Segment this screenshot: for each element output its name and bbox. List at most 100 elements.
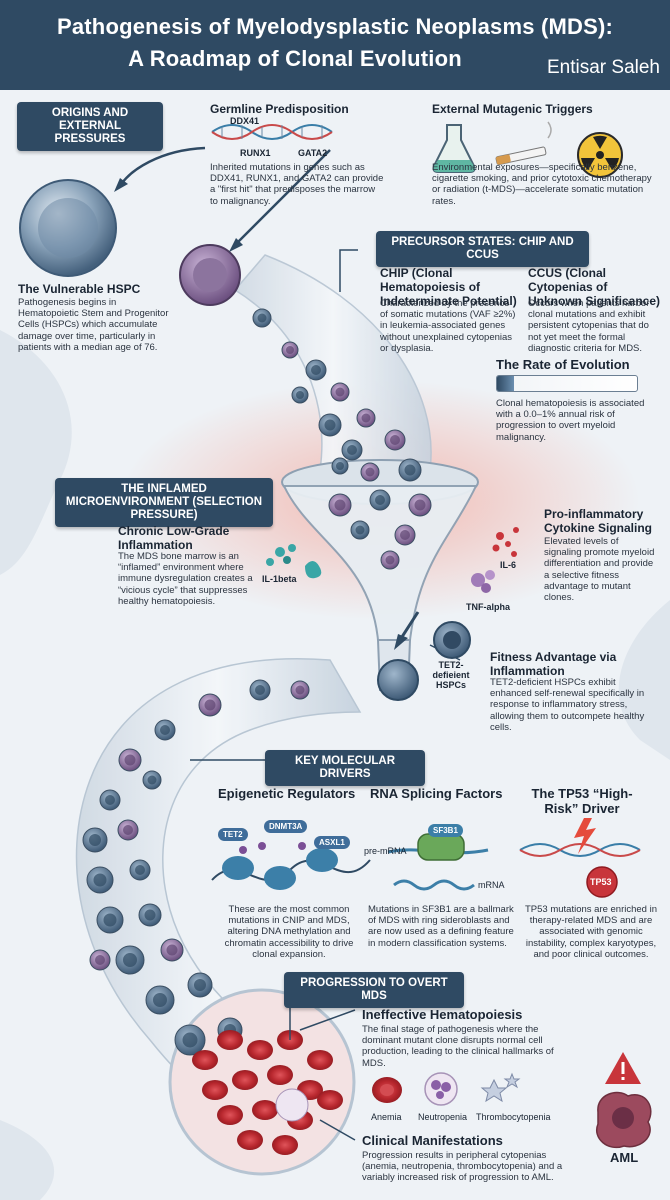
gene-label-ddx41: DDX41 [230,116,260,126]
red-blood-cell [232,1070,258,1090]
marrow-cell-nucleus [311,365,321,375]
marrow-cell-nucleus [204,699,216,711]
marrow-cell-nucleus [334,499,346,511]
vulnerable-hspc-nucleus [38,198,98,258]
section-pill-inflamed: THE INFLAMED MICROENVIRONMENT (SELECTION… [55,478,273,527]
marrow-cell-nucleus [257,313,267,323]
il1beta-molecule-icon [266,544,322,579]
marrow-cell-nucleus [400,530,410,540]
red-blood-cell [307,1050,333,1070]
red-blood-cell [217,1030,243,1050]
rate-of-evolution-fill [497,376,514,391]
section-pill-origins: ORIGINS AND EXTERNAL PRESSURES [17,102,163,151]
marrow-cell-nucleus [105,795,115,805]
tnf-alpha-molecule-icon [471,570,495,593]
cigarette-icon [495,121,552,166]
warning-icon [605,1052,641,1084]
marrow-cell-nucleus [324,419,336,431]
dna-helix-icon [211,124,333,140]
rate-of-evolution-bar [496,375,638,392]
cytopenia-label-thrombocytopenia: Thrombocytopenia [476,1112,551,1122]
gene-tag-tet2: TET2 [218,828,248,841]
marrow-cell-nucleus [390,435,400,445]
neutropenia-icon [424,1072,458,1106]
radiation-icon [577,132,623,178]
marrow-cell-nucleus [123,825,133,835]
page-title-line2: A Roadmap of Clonal Evolution [128,46,462,71]
fitness-advantage-title: Fitness Advantage via Inflammation [490,650,617,678]
tet2-deficient-hspc-cell [377,659,419,701]
vulnerable-hspc-description: Pathogenesis begins in Hematopoietic Ste… [18,297,169,353]
leader-line-ineffective [299,1009,356,1031]
flask-icon [432,124,476,173]
leader-line-clinical [319,1119,356,1141]
marrow-cell-nucleus [124,754,136,766]
marrow-cell-nucleus [286,346,294,354]
lightning-icon [574,818,596,854]
red-blood-cell [202,1080,228,1100]
red-blood-cell [317,1090,343,1110]
tp53-title: The TP53 “High-Risk” Driver [531,786,633,816]
epigenetic-title: Epigenetic Regulators [218,786,356,801]
marrow-cell-nucleus [365,467,375,477]
clinical-manifestations-title: Clinical Manifestations [362,1133,503,1148]
epigenetic-description: These are the most common mutations in C… [224,904,354,960]
aml-label: AML [610,1150,639,1165]
tp53-description: TP53 mutations are enriched in therapy-r… [524,904,658,960]
splicing-description: Mutations in SF3B1 are a ballmark of MDS… [368,904,514,949]
pre-mrna-label: pre-mRNA [364,846,407,856]
bone-shape [618,600,670,760]
section-pill-precursor: PRECURSOR STATES: CHIP AND CCUS [376,231,589,267]
external-triggers-title: External Mutagenic Triggers [432,102,593,116]
red-blood-cell [217,1105,243,1125]
marrow-cell-nucleus [166,944,178,956]
chip-title: CHIP (Clonal Hematopoiesis of Indetermin… [380,266,517,308]
marrow-cell-nucleus [194,979,206,991]
germline-title: Germline Predisposition [210,102,349,116]
bone-shape [0,330,72,575]
marrow-cell-nucleus [347,445,357,455]
il1beta-label: IL-1beta [262,574,297,584]
chronic-inflammation-description: The MDS bone marrow is an “inflamed” env… [118,551,253,607]
gene-label-runx1: RUNX1 [240,148,271,158]
marrow-cell-nucleus [93,873,107,887]
ccus-description: Occurs when patients harbor clonal mutat… [528,298,650,354]
marrow-cell-nucleus [375,495,385,505]
gene-tag-dnmt3a: DNMT3A [264,820,308,833]
gene-label-gata2: GATA2 [298,148,328,158]
cell-cluster [82,308,432,1155]
author-name: Entisar Saleh [546,57,660,78]
bone-shape [0,1120,55,1200]
germline-description: Inherited mutations in genes such as DDX… [210,162,384,207]
thrombocytopenia-icon [480,1072,521,1103]
vulnerable-hspc-title: The Vulnerable HSPC [18,282,141,296]
ccus-title: CCUS (Clonal Cytopenias of Unknown Signi… [528,266,661,308]
spliceosome-icon [387,833,489,891]
marrow-cell-nucleus [135,865,145,875]
cytopenia-label-neutropenia: Neutropenia [418,1112,468,1122]
marrow-cell-nucleus [336,462,344,470]
section-pill-drivers: KEY MOLECULAR DRIVERS [265,750,425,786]
cytopenia-label-anemia: Anemia [371,1112,402,1122]
arrow-funnel-down [398,611,420,641]
splicing-title: RNA Splicing Factors [370,786,503,801]
red-blood-cell [272,1135,298,1155]
fitness-advantage-description: TET2-deficient HSPCs exhibit enhanced se… [490,677,645,733]
chronic-inflammation-title: Chronic Low-Grade Inflammation [118,524,230,552]
marrow-cell-nucleus [147,775,157,785]
marrow-cell-nucleus [296,391,304,399]
page-title-line1: Pathogenesis of Myelodysplastic Neoplasm… [56,14,614,39]
marrow-magnified-view [168,988,356,1176]
marrow-cell-nucleus [255,685,265,695]
damaged-hspc-nucleus [193,258,227,292]
marrow-cell-nucleus [160,725,170,735]
marrow-cell-nucleus [144,909,156,921]
cytokine-signaling-description: Elevated levels of signaling promote mye… [544,536,655,604]
marrow-cell-nucleus [335,387,345,397]
gene-tag-sf3b1: SF3B1 [428,824,463,837]
marrow-cell-nucleus [295,685,305,695]
red-blood-cell [267,1065,293,1085]
cytokine-signaling-title: Pro-inflammatory Cytokine Signaling [544,507,653,535]
rate-of-evolution-description: Clonal hematopoiesis is associated with … [496,398,645,443]
